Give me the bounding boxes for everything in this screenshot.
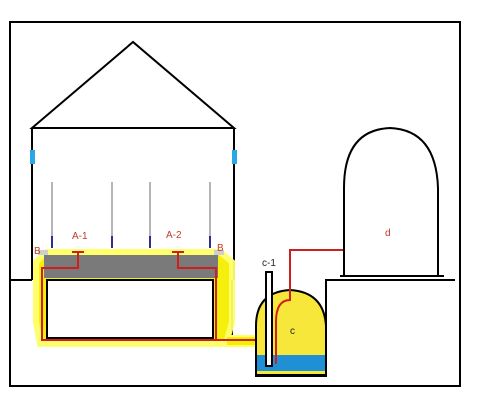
plant-posts [51,182,211,248]
greenhouse-roof [29,40,237,129]
outer-frame [9,21,461,387]
pipe-to-dome [275,249,344,364]
tank-water [257,355,325,371]
label-a2: A-2 [166,230,182,241]
dome-d [343,126,439,277]
left-window-mark [30,150,35,164]
label-b-right: B [217,243,224,254]
storage-box [46,279,214,339]
label-d: d [385,228,391,239]
label-b-left: B [34,246,41,257]
grey-slab [44,255,218,278]
right-window-mark [232,150,237,164]
slab-right-cap [214,250,224,255]
label-a1: A-1 [72,231,88,242]
label-c1: c-1 [262,258,276,269]
pipe-loop-right [177,252,217,340]
slab-left-cap [38,250,48,255]
pipe-c1 [265,271,273,367]
label-c: c [290,326,295,337]
pipe-loop [41,252,262,341]
